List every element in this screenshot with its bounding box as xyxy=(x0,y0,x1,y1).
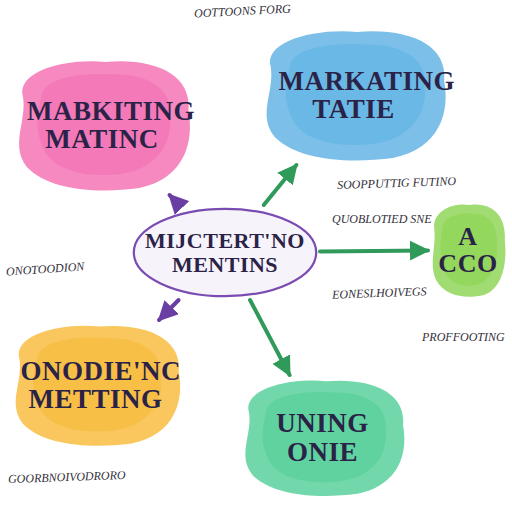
topic-blob: A CCO xyxy=(428,200,508,300)
watercolor-blob xyxy=(433,204,506,296)
central-circle: MIJCTERT'NO MENTINS xyxy=(130,205,320,300)
node-title: A CCO xyxy=(438,223,498,278)
scribble-note: OOTTOONS FORG xyxy=(192,1,293,21)
node-title: UNING ONIE xyxy=(263,409,383,466)
scribble-note: QUOBLOTIED SNE xyxy=(330,212,434,227)
node-title: MABKITING MATINC xyxy=(27,97,177,154)
arrow-connector xyxy=(264,165,297,205)
topic-blob: MARKATING TATIE xyxy=(255,25,452,165)
topic-blob: ONODIE'NC METTING xyxy=(5,320,186,450)
watercolor-blob xyxy=(16,326,180,446)
watercolor-blob xyxy=(245,381,404,496)
arrow-connector xyxy=(250,300,290,375)
watercolor-wash xyxy=(262,392,385,482)
node-title: MARKATING TATIE xyxy=(279,67,429,124)
arrow-connector xyxy=(170,195,180,205)
watercolor-blob xyxy=(267,31,446,160)
circle-outline xyxy=(134,209,316,296)
arrow-connector xyxy=(159,300,179,320)
node-title: MIJCTERT'NO MENTINS xyxy=(140,229,310,275)
scribble-note: EONESLHOIVEGS xyxy=(330,284,429,302)
scribble-note: ONOTOODION xyxy=(4,259,87,280)
topic-blob: UNING ONIE xyxy=(235,375,410,500)
scribble-note: PROFFOOTING xyxy=(420,330,507,345)
node-title: ONODIE'NC METTING xyxy=(21,357,171,414)
scribble-note: GOORBNOIVODRORO xyxy=(6,468,128,487)
watercolor-blob xyxy=(19,61,190,190)
topic-blob: MABKITING MATINC xyxy=(8,55,196,195)
scribble-note: SOOPPUTTIG FUTINO xyxy=(335,174,458,193)
arrow-connector xyxy=(320,250,428,251)
